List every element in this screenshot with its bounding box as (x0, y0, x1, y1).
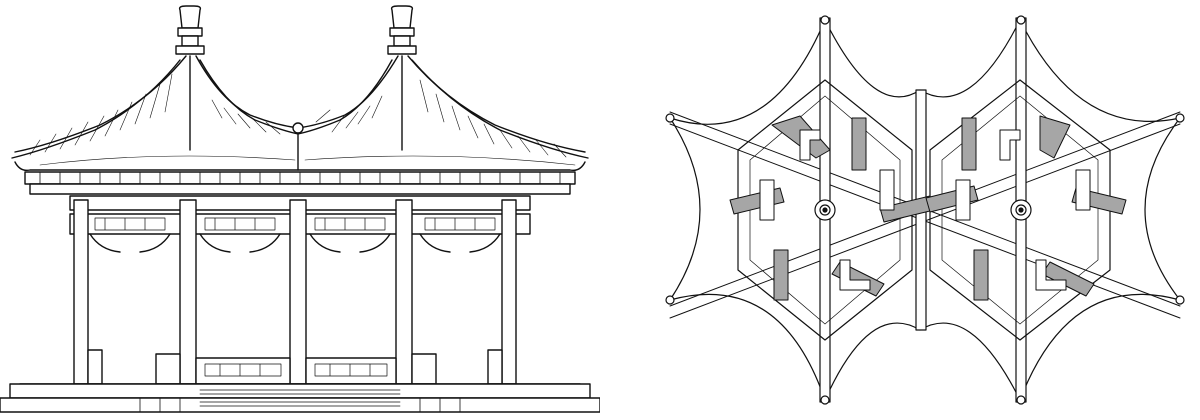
roof-framing-plan-icon (665, 15, 1185, 405)
hexagon-rings (737, 79, 1111, 341)
finial-left (175, 5, 205, 55)
roof-framing-plan-drawing (640, 0, 1200, 420)
columns (73, 199, 517, 385)
roof-right (297, 55, 589, 159)
joinery-brackets (759, 129, 1091, 291)
pavilion-elevation-drawing (0, 5, 600, 413)
stone-platform (0, 383, 600, 413)
double-pavilion-elevation-icon (0, 5, 600, 413)
roof-tiles (29, 73, 576, 166)
roof-left (11, 55, 299, 159)
eave-bracket-band (14, 161, 586, 195)
finial-right (387, 5, 417, 55)
post-ends (665, 15, 1185, 405)
hub-nodes (814, 199, 1032, 221)
balustrade (87, 349, 503, 385)
